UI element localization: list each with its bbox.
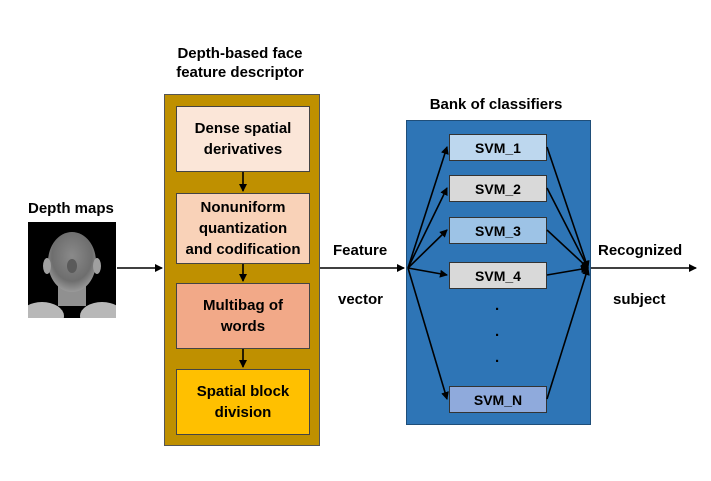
step-dense-spatial-derivatives: Dense spatial derivatives xyxy=(176,106,310,172)
step1-line2: derivatives xyxy=(203,141,283,158)
svm-3: SVM_3 xyxy=(449,217,547,244)
step3-line2: words xyxy=(220,318,266,335)
step3-line1: Multibag of xyxy=(203,297,283,314)
ellipsis-dot-2: . xyxy=(495,323,500,340)
arrow-fan-svmn xyxy=(407,267,449,400)
arrow-fan-svm3 xyxy=(407,229,448,269)
step-nonuniform-quantization: Nonuniform quantization and codification xyxy=(176,193,310,264)
arrow-fan-svm2 xyxy=(407,187,448,269)
step4-line2: division xyxy=(214,404,272,421)
subject-label: subject xyxy=(613,291,666,308)
step2-line3: and codification xyxy=(185,241,301,258)
step2-line1: Nonuniform xyxy=(200,199,286,216)
vector-label: vector xyxy=(338,291,384,308)
step-multibag-of-words: Multibag of words xyxy=(176,283,310,349)
descriptor-title-line2: feature descriptor xyxy=(176,64,304,81)
step2-line2: quantization xyxy=(198,220,288,237)
ellipsis-dot-3: . xyxy=(495,349,500,366)
arrow-join-svm4 xyxy=(546,265,589,276)
descriptor-title-line1: Depth-based face xyxy=(177,45,303,62)
arrow-join-svm3 xyxy=(546,229,589,269)
arrow-fan-svm4 xyxy=(407,267,448,278)
depth-maps-label: Depth maps xyxy=(28,200,114,217)
arrow-join-svm1 xyxy=(546,146,590,269)
arrow-join-svmn xyxy=(546,267,590,400)
svm-1: SVM_1 xyxy=(449,134,547,161)
arrow-join-svm2 xyxy=(546,187,589,269)
svm-2: SVM_2 xyxy=(449,175,547,202)
step-spatial-block-division: Spatial block division xyxy=(176,369,310,435)
recognized-label: Recognized xyxy=(598,242,683,259)
face-depth-graphic xyxy=(28,232,116,318)
step1-line1: Dense spatial xyxy=(194,120,292,137)
svm-4: SVM_4 xyxy=(449,262,547,289)
feature-label: Feature xyxy=(333,242,388,259)
classifiers-title: Bank of classifiers xyxy=(429,96,563,113)
step4-line1: Spatial block xyxy=(196,383,290,400)
descriptor-title: Depth-based face feature descriptor xyxy=(145,44,335,82)
arrow-fan-svm1 xyxy=(407,146,449,269)
ellipsis-dot-1: . xyxy=(495,297,500,314)
depth-map-image xyxy=(28,222,116,318)
svm-n: SVM_N xyxy=(449,386,547,413)
